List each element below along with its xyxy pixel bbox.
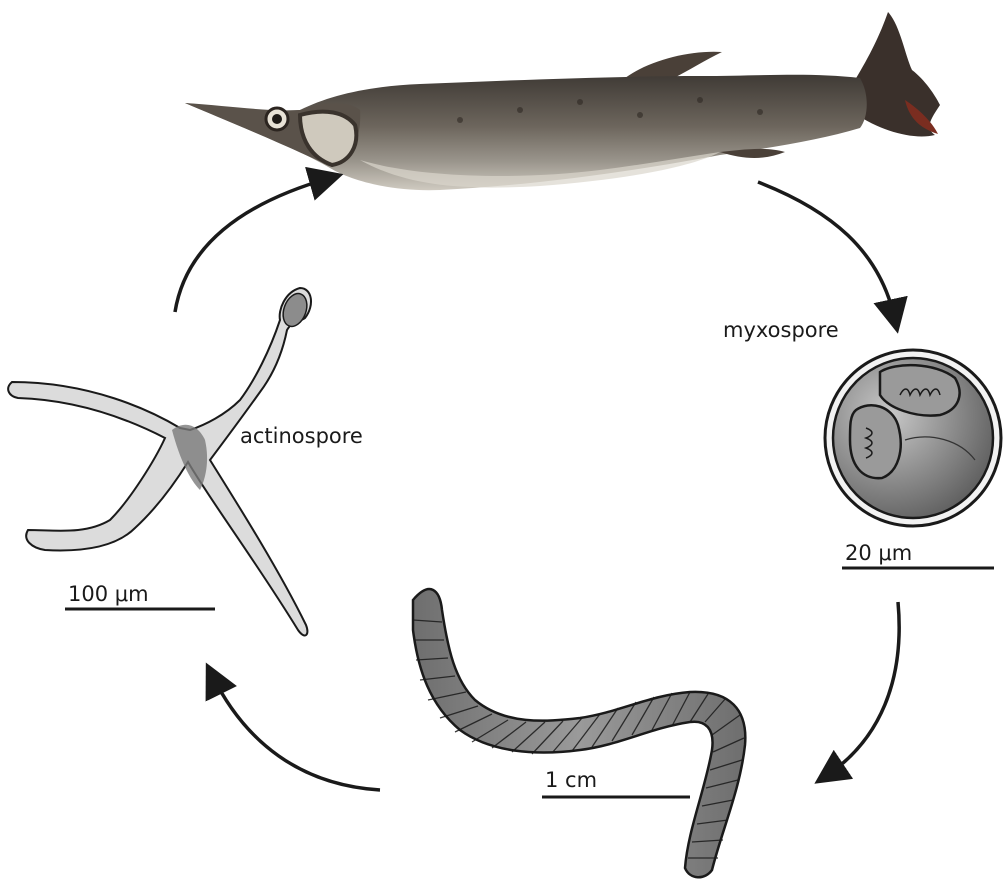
myxospore-illustration — [825, 350, 1001, 526]
arrow-myxospore-to-worm — [826, 602, 899, 776]
scale-label-actinospore: 100 μm — [68, 582, 149, 606]
label-myxospore: myxospore — [723, 318, 839, 342]
cycle-arrows — [175, 178, 899, 790]
scale-label-worm: 1 cm — [545, 768, 597, 792]
fish-illustration — [185, 12, 940, 190]
scale-label-myxospore: 20 μm — [845, 541, 912, 565]
arrow-worm-to-actinospore — [212, 675, 380, 790]
arrow-fish-to-myxospore — [758, 182, 895, 320]
worm-illustration — [413, 589, 745, 877]
label-actinospore: actinospore — [240, 424, 363, 448]
actinospore-illustration — [8, 288, 311, 635]
